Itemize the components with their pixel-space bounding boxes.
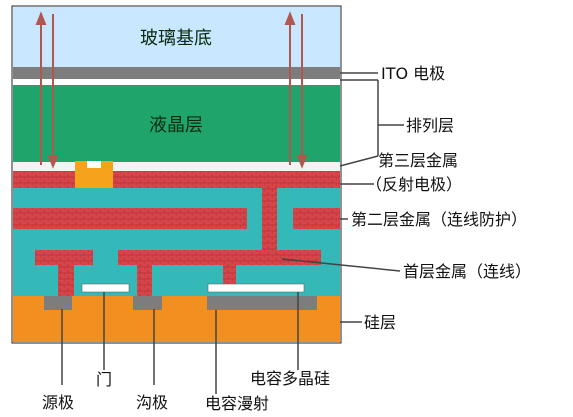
liquid-crystal-layer xyxy=(13,85,340,162)
via-drain xyxy=(137,265,152,299)
via-capacitor xyxy=(223,265,236,284)
ito-electrode-label: ITO 电极 xyxy=(381,64,445,83)
leader-lines-right xyxy=(281,72,404,323)
gate-label: 门 xyxy=(96,370,112,389)
reflective-electrode-label: （反射电极） xyxy=(366,175,462,194)
leader-lines-bottom xyxy=(61,292,299,394)
capacitor-poly-label: 电容多晶硅 xyxy=(250,369,330,388)
gap-layer xyxy=(13,79,340,85)
light-path-arrows xyxy=(35,11,308,169)
metal1-label: 首层金属（连线） xyxy=(403,262,531,281)
metal2-label: 第二层金属（连线防护） xyxy=(351,210,527,229)
capacitor-diffusion-label: 电容漫射 xyxy=(205,394,269,413)
drain-diffusion xyxy=(133,296,162,310)
metal3-label: 第三层金属 xyxy=(378,151,458,170)
metal2-left-bar xyxy=(13,208,247,229)
metal1-right-segment xyxy=(118,250,321,265)
stack-frame xyxy=(11,5,342,344)
alignment-layer-label: 排列层 xyxy=(406,116,454,135)
liquid-crystal-label: 液晶层 xyxy=(149,115,203,136)
capacitor-diffusion xyxy=(207,296,317,310)
metal3-gap-notch xyxy=(87,161,101,168)
glass-substrate-label: 玻璃基底 xyxy=(140,28,212,49)
metal3-reflective-layer xyxy=(13,171,340,188)
metal1-left-segment xyxy=(35,250,93,265)
metal2-right-bar xyxy=(293,208,340,229)
glass-substrate-layer xyxy=(13,7,340,67)
alignment-layer xyxy=(13,162,340,171)
via-source xyxy=(58,265,74,299)
via-metal3-to-metal1 xyxy=(262,188,277,258)
ito-electrode-layer xyxy=(13,67,340,79)
silicon-layer-label: 硅层 xyxy=(364,313,396,332)
source-label: 源极 xyxy=(42,393,74,412)
capacitor-poly xyxy=(207,283,305,293)
gate-poly xyxy=(81,283,130,293)
source-diffusion xyxy=(44,296,72,310)
drain-label: 沟极 xyxy=(136,393,168,412)
